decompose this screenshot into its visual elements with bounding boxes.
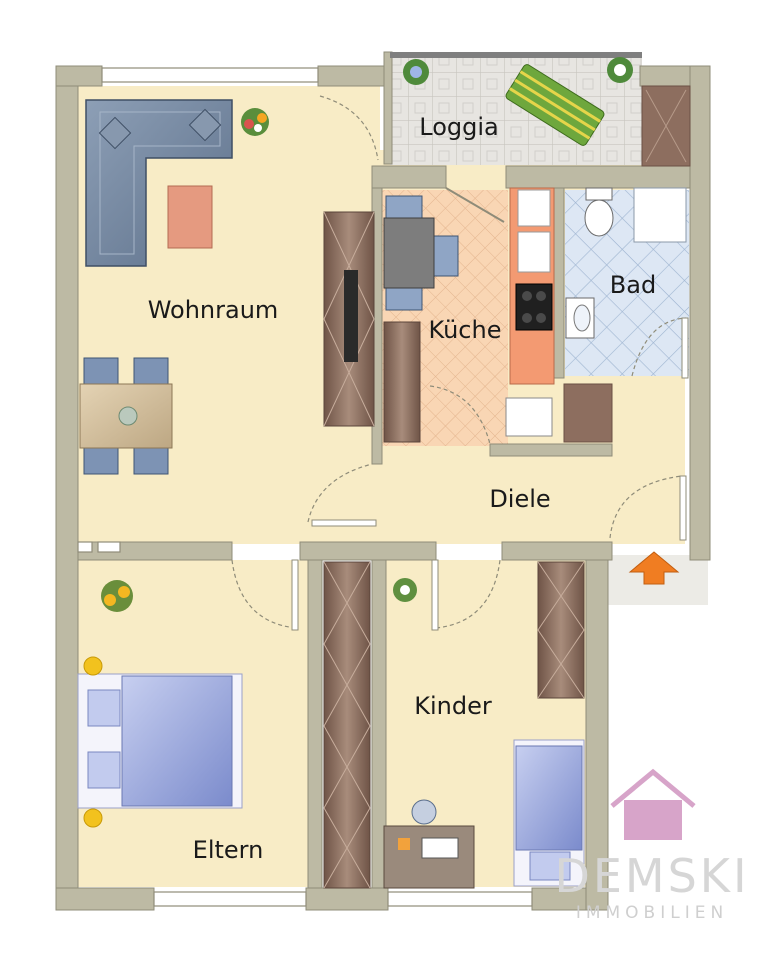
sink-icon: [517, 189, 551, 227]
walls: [55, 51, 711, 911]
room-label-bad: Bad: [610, 271, 656, 299]
room-label-eltern: Eltern: [193, 836, 264, 864]
wall-kinder-north: [501, 541, 613, 561]
shower-icon: [633, 187, 687, 243]
room-label-wohnraum: Wohnraum: [148, 296, 279, 324]
plant-icon: [403, 57, 633, 85]
dishwasher-icon: [517, 231, 551, 273]
single-bed: [513, 739, 585, 887]
storage-cupboard: [563, 383, 613, 443]
wall-bad-north: [505, 165, 691, 189]
wall-eltern-east: [307, 559, 323, 889]
chair-icon: [411, 799, 437, 825]
double-bed: [77, 673, 243, 809]
window-vent-1: [77, 541, 93, 553]
kitchen-cupboard: [383, 321, 421, 443]
wall-east: [689, 65, 711, 561]
wall-kueche-south: [489, 443, 613, 457]
window-kinder: [387, 891, 533, 907]
loggia-railing: [390, 52, 642, 58]
window-vent-2: [97, 541, 121, 553]
wardrobe-kinder: [537, 561, 585, 699]
wall-bad-west: [553, 187, 565, 379]
loggia-bench: [505, 64, 605, 146]
wall-south-left: [55, 887, 155, 911]
room-label-kueche: Küche: [429, 316, 502, 344]
stove-icon: [515, 283, 553, 331]
kitchen-table: [383, 195, 459, 311]
window-wohnraum: [101, 67, 319, 83]
wall-south-mid: [305, 887, 389, 911]
wall-west: [55, 65, 79, 911]
doors: [231, 95, 687, 629]
lamp-icon: [83, 656, 103, 676]
sunflower-icon: [101, 580, 133, 612]
wall-mid-south: [299, 541, 437, 561]
loggia-storage-cross: [645, 89, 687, 163]
tv-cabinet: [323, 211, 375, 427]
washbasin-icon: [565, 297, 595, 339]
wall-kueche-north: [371, 165, 447, 189]
logo-brand-name: DEMSKI: [554, 849, 749, 903]
toilet-icon: [584, 187, 614, 237]
wardrobe-eltern: [323, 561, 371, 889]
windows: [77, 67, 533, 907]
room-label-diele: Diele: [489, 485, 550, 513]
tv-icon: [344, 270, 358, 362]
flower-icon: [393, 578, 417, 602]
entrance-arrow-icon: [628, 551, 680, 585]
loggia-floor: [390, 52, 642, 165]
wall-north-left: [55, 65, 103, 87]
sofa: [85, 99, 233, 267]
room-label-kinder: Kinder: [414, 692, 492, 720]
desk: [383, 799, 475, 889]
fridge-icon: [505, 397, 553, 437]
room-label-loggia: Loggia: [419, 113, 498, 141]
lamp-icon: [83, 808, 103, 828]
flower-icon: [241, 108, 269, 136]
window-eltern: [153, 891, 307, 907]
demski-logo: DEMSKI IMMOBILIEN: [554, 768, 749, 923]
logo-house-icon: [624, 800, 682, 840]
wall-loggia-west: [383, 51, 393, 165]
wall-north-mid: [317, 65, 391, 87]
dining-set: [79, 357, 173, 475]
coffee-table: [167, 185, 213, 249]
door-leaves: [291, 317, 689, 631]
logo-tagline: IMMOBILIEN: [576, 903, 728, 923]
wall-kinder-west: [371, 559, 387, 889]
